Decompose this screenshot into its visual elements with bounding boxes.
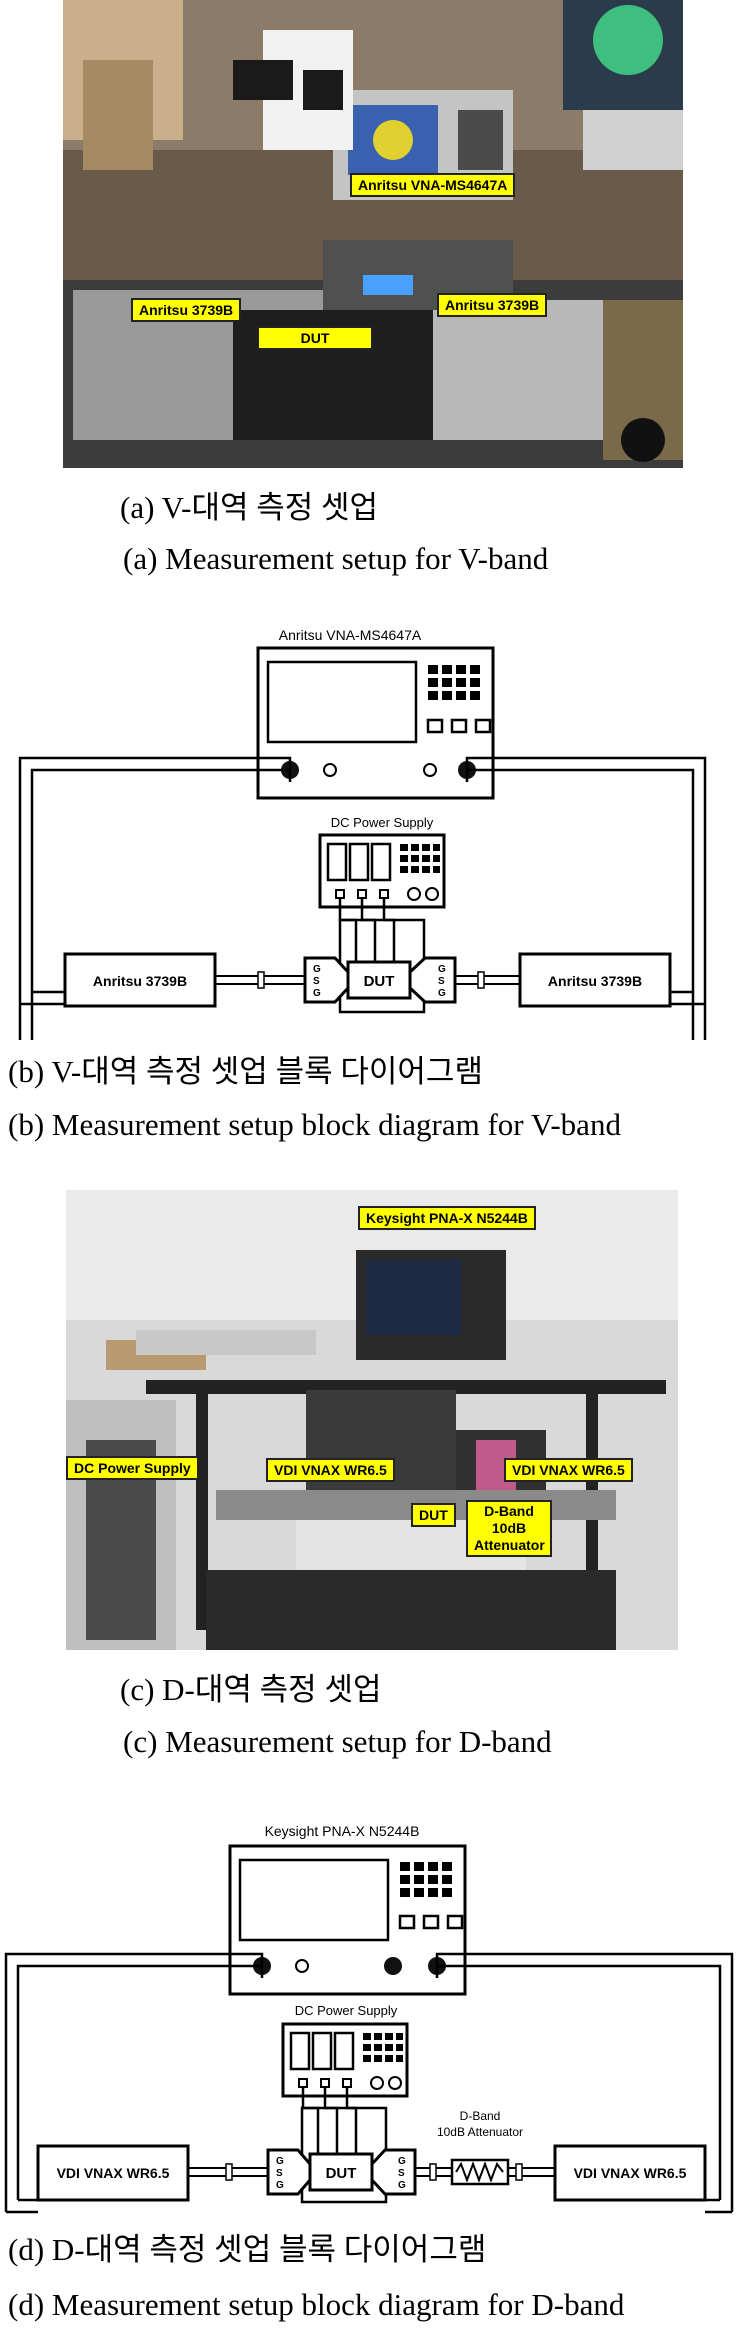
caption-a-ko: (a) V-대역 측정 셋업 xyxy=(120,490,379,525)
svg-text:G: G xyxy=(398,2156,406,2167)
caption-b-en: (b) Measurement setup block diagram for … xyxy=(8,1107,621,1142)
label-left-vnax: VDI VNAX WR6.5 xyxy=(266,1458,395,1482)
d-band-block-diagram: Keysight PNA-X N5244B DC Power Supply D xyxy=(4,1823,734,2214)
svg-text:G: G xyxy=(313,964,321,975)
right-3739b-box xyxy=(518,952,672,1008)
vna-buttons xyxy=(426,718,492,734)
left-vnax-box xyxy=(36,2144,190,2202)
vna-keypad xyxy=(428,665,480,700)
label-dut-c: DUT xyxy=(411,1503,456,1527)
vna-label: Anritsu VNA-MS4647A xyxy=(279,627,422,643)
probe-right-b xyxy=(408,956,457,1004)
label-d-band-attenuator: D-Band 10dB Attenuator xyxy=(466,1500,552,1557)
caption-c-en: (c) Measurement setup for D-band xyxy=(123,1724,552,1759)
photo-v-band-setup: Anritsu VNA-MS4647A Anritsu 3739B Anrits… xyxy=(63,0,683,468)
dc-label-b: DC Power Supply xyxy=(331,815,434,830)
svg-text:S: S xyxy=(313,976,320,987)
resistor-zigzag-icon xyxy=(455,2161,504,2183)
svg-text:G: G xyxy=(313,988,321,999)
caption-a-en: (a) Measurement setup for V-band xyxy=(123,541,549,576)
d-band-photo-illustration xyxy=(66,1190,678,1650)
pna-screen xyxy=(238,1858,390,1942)
label-dut-a: DUT xyxy=(257,326,373,350)
svg-text:Anritsu 3739B: Anritsu 3739B xyxy=(93,973,187,989)
dut-label-b: DUT xyxy=(364,973,395,990)
caption-d-ko: (d) D-대역 측정 셋업 블록 다이어그램 xyxy=(8,2232,487,2267)
label-right-3739b: Anritsu 3739B xyxy=(437,293,548,317)
attenuator-label-1: D-Band xyxy=(460,2109,501,2123)
svg-text:VDI VNAX WR6.5: VDI VNAX WR6.5 xyxy=(574,2165,687,2181)
label-vna-ms4647a: Anritsu VNA-MS4647A xyxy=(350,173,516,197)
dc-label-d: DC Power Supply xyxy=(295,2003,398,2018)
pna-label: Keysight PNA-X N5244B xyxy=(265,1823,420,1839)
svg-text:G: G xyxy=(438,964,446,975)
right-vnax-box xyxy=(553,2144,707,2202)
probe-left-d xyxy=(266,2148,312,2196)
dut-label-d: DUT xyxy=(326,2165,357,2182)
svg-text:S: S xyxy=(276,2168,283,2179)
attenuator-label-2: 10dB Attenuator xyxy=(437,2125,523,2139)
svg-text:S: S xyxy=(398,2168,405,2179)
label-pna-x-n5244b: Keysight PNA-X N5244B xyxy=(358,1206,536,1230)
v-band-block-diagram: Anritsu VNA-MS4647A DC Power Supply xyxy=(18,627,707,1040)
svg-text:G: G xyxy=(276,2180,284,2191)
vna-screen xyxy=(266,660,418,744)
label-left-3739b: Anritsu 3739B xyxy=(131,298,242,322)
probe-right-d xyxy=(370,2148,417,2196)
caption-c-ko: (c) D-대역 측정 셋업 xyxy=(120,1672,382,1707)
svg-text:S: S xyxy=(438,976,445,987)
left-3739b-box xyxy=(63,952,217,1008)
svg-text:G: G xyxy=(438,988,446,999)
caption-b-ko: (b) V-대역 측정 셋업 블록 다이어그램 xyxy=(8,1054,483,1089)
svg-text:G: G xyxy=(276,2156,284,2167)
v-band-photo-illustration xyxy=(63,0,683,468)
caption-d-en: (d) Measurement setup block diagram for … xyxy=(8,2287,625,2322)
svg-text:VDI VNAX WR6.5: VDI VNAX WR6.5 xyxy=(57,2165,170,2181)
label-right-vnax: VDI VNAX WR6.5 xyxy=(504,1458,633,1482)
svg-text:G: G xyxy=(398,2180,406,2191)
label-dc-power-supply: DC Power Supply xyxy=(66,1456,199,1480)
probe-left-b xyxy=(303,956,350,1004)
pna-port-2 xyxy=(384,1957,402,1975)
svg-text:Anritsu 3739B: Anritsu 3739B xyxy=(548,973,642,989)
pna-keypad xyxy=(400,1862,452,1897)
photo-d-band-setup: Keysight PNA-X N5244B DC Power Supply VD… xyxy=(66,1190,678,1650)
